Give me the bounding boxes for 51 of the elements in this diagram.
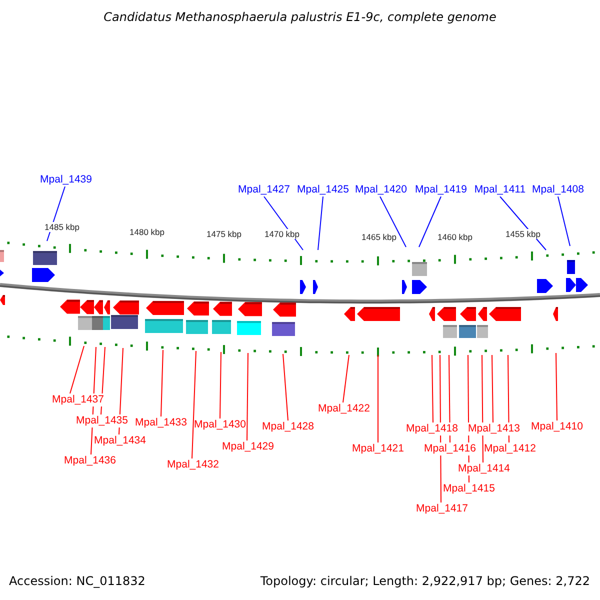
gene-label: Mpal_1428 [262, 420, 314, 434]
scale-label: 1480 kbp [130, 227, 164, 237]
leader-line [482, 354, 484, 463]
leader-line [318, 196, 324, 250]
leader-line [282, 354, 288, 421]
gene-label: Mpal_1410 [531, 420, 583, 434]
gene-label: Mpal_1422 [318, 402, 370, 416]
gene-label: Mpal_1412 [484, 442, 536, 456]
scale-label: 1470 kbp [264, 229, 300, 239]
gene-label: Mpal_1417 [416, 502, 468, 516]
leader-line [342, 354, 350, 403]
leader-line [492, 354, 494, 423]
gene-label: Mpal_1411 [474, 184, 526, 196]
scale-label: 1475 kbp [206, 229, 242, 239]
leader-line [192, 350, 196, 459]
leader-line [220, 352, 222, 419]
gene-label: Mpal_1434 [94, 434, 146, 448]
leader-line [246, 352, 248, 441]
leader-line [380, 196, 406, 248]
leader-line [556, 352, 558, 421]
leader-line [418, 196, 442, 248]
chart-title: Candidatus Methanosphaerula palustris E1-9c, complete genome [102, 10, 498, 24]
leader-line [160, 350, 164, 417]
scale-label: 1460 kbp [438, 232, 472, 242]
gene-label: Mpal_1416 [424, 442, 476, 456]
accession-text: Accession: NC_011832 [9, 574, 146, 588]
gene-label: Mpal_1421 [352, 442, 404, 456]
genome-summary-text: Topology: circular; Length: 2,922,917 bp; Genes: 2,722 [260, 574, 590, 588]
gene-label: Mpal_1418 [406, 422, 458, 436]
leader-line [558, 196, 570, 246]
gene-label: Mpal_1430 [194, 418, 246, 432]
gene-label: Mpal_1415 [443, 482, 495, 496]
gene-label: Mpal_1425 [297, 184, 349, 196]
gene-label: Mpal_1435 [76, 414, 128, 428]
leader-line [70, 346, 84, 394]
gene-label: Mpal_1439 [40, 174, 92, 186]
scale-label: 1455 kbp [506, 229, 540, 239]
scale-label: 1465 kbp [362, 232, 396, 242]
gene-label: Mpal_1429 [222, 440, 274, 454]
gene-label: Mpal_1427 [238, 184, 290, 196]
gene-label: Mpal_1408 [532, 184, 584, 196]
gene-label: Mpal_1420 [355, 184, 407, 196]
gene-label: Mpal_1413 [468, 422, 520, 436]
gene-label: Mpal_1436 [64, 454, 116, 468]
leader-line [432, 354, 434, 423]
gene-label: Mpal_1432 [167, 458, 219, 472]
gene-label: Mpal_1437 [52, 394, 104, 406]
gene-label: Mpal_1419 [415, 184, 467, 196]
gene-label: Mpal_1414 [458, 462, 510, 476]
scale-label: 1485 kbp [44, 222, 80, 232]
gene-label: Mpal_1433 [135, 416, 187, 430]
